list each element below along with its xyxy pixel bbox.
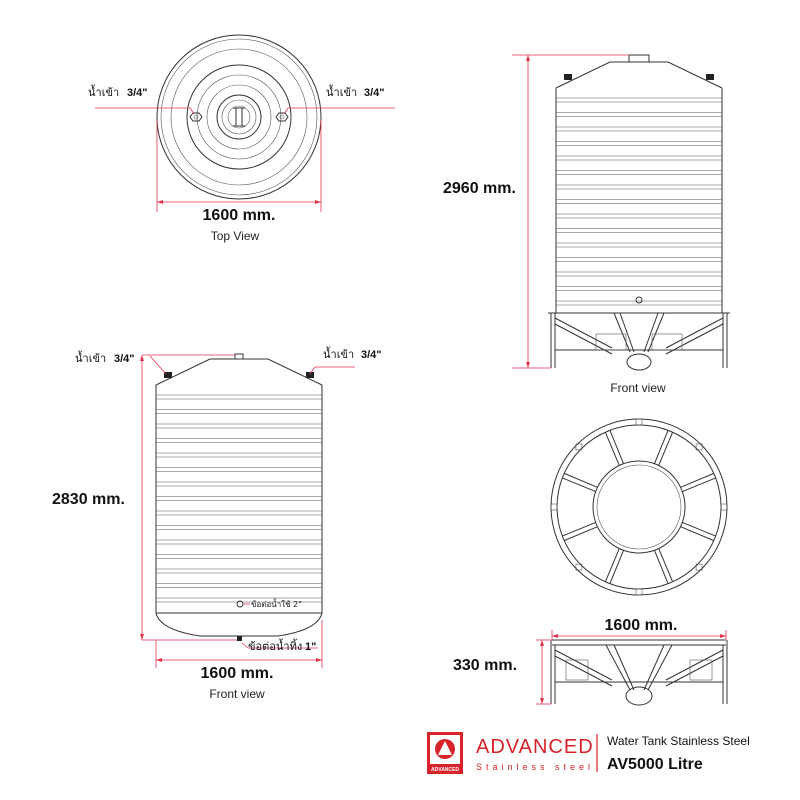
- front-view-right-tank: [555, 54, 723, 314]
- stand-side-view-height-dimension: [536, 639, 551, 705]
- top-view-inlet-left-fitting: [189, 112, 203, 122]
- top-view-inlet-right-fitting: [275, 112, 289, 122]
- stand-leg-plate: [720, 503, 728, 511]
- top-view: น้ำเข้า 3/4" น้ำเข้า 3/4" 1600 mm. Top V…: [88, 34, 395, 243]
- stand-spoke: [562, 521, 596, 537]
- top-view-width-dimension: [156, 120, 322, 212]
- front-view-left-outlet-label: ข้อต่อน้ำใช้ 2": [251, 598, 302, 609]
- stand-spoke: [609, 430, 625, 464]
- stand-leg-plate: [575, 443, 583, 451]
- branding: ADVANCED ADVANCED Stainless steel Water …: [427, 732, 750, 774]
- stand-spoke: [682, 521, 716, 537]
- brand-logo: ADVANCED: [427, 732, 463, 774]
- top-view-width: 1600 mm.: [203, 207, 276, 224]
- top-view-inlet-right-size: 3/4": [364, 87, 385, 99]
- front-view-left-drain-label: ข้อต่อน้ำทิ้ง: [248, 638, 302, 653]
- front-view-left-tank: [155, 353, 323, 641]
- stand-leg-plate: [550, 503, 558, 511]
- front-view-left-ribs: [156, 394, 322, 603]
- stand-leg-plate: [695, 563, 703, 571]
- stand-spoke: [682, 477, 716, 493]
- brand-name: ADVANCED: [476, 736, 594, 758]
- top-view-manhole-icon: [233, 107, 245, 127]
- front-view-left-inlet-left-size: 3/4": [114, 353, 135, 365]
- top-view-inlet-left-size: 3/4": [127, 87, 148, 99]
- stand-leg-plate: [575, 563, 583, 571]
- stand-side-view: 1600 mm. 330 mm.: [453, 617, 728, 706]
- front-view-left-drain-size: 1": [305, 641, 316, 653]
- stand-spoke: [564, 472, 598, 488]
- top-view-caption: Top View: [211, 229, 260, 243]
- front-view-left-inlet-left-label: น้ำเข้า: [75, 350, 106, 365]
- stand-spoke: [609, 550, 625, 584]
- stand-spoke: [653, 430, 669, 464]
- stand-leg-plate: [635, 588, 643, 596]
- stand-spoke: [564, 526, 598, 542]
- stand-side-view-height: 330 mm.: [453, 657, 517, 674]
- brand-logo-text: ADVANCED: [431, 767, 459, 773]
- stand-leg-plate: [635, 418, 643, 426]
- front-view-right-height: 2960 mm.: [443, 180, 516, 197]
- front-view-left-caption: Front view: [209, 687, 265, 701]
- stand-top-view-spokes: [550, 418, 728, 596]
- front-view-left-height: 2830 mm.: [52, 491, 125, 508]
- brand-tagline: Stainless steel: [476, 762, 594, 772]
- stand-spoke: [658, 548, 674, 582]
- stand-side-view-width: 1600 mm.: [605, 617, 678, 634]
- product-name: Water Tank Stainless Steel: [607, 734, 750, 748]
- stand-leg-plate: [695, 443, 703, 451]
- stand-top-view: [550, 418, 728, 596]
- top-view-leader-lines: [95, 107, 395, 115]
- stand-spoke: [680, 526, 714, 542]
- top-view-inlet-left-label: น้ำเข้า: [88, 84, 119, 99]
- product-model: AV5000 Litre: [607, 756, 703, 773]
- stand-spoke: [658, 432, 674, 466]
- stand-side-view-width-dimension: [551, 630, 727, 640]
- stand-spoke: [562, 477, 596, 493]
- front-view-right-height-dimension: [512, 54, 629, 369]
- front-view-left: น้ำเข้า 3/4" น้ำเข้า 3/4" 2830 mm. ข้อต่…: [52, 346, 382, 701]
- top-view-inlet-right-label: น้ำเข้า: [326, 84, 357, 99]
- front-view-left-leader-lines: [140, 354, 355, 649]
- stand-spoke: [653, 550, 669, 584]
- top-view-tank-outline: [156, 34, 322, 200]
- front-view-left-width-dimension: [155, 620, 323, 668]
- front-view-right-caption: Front view: [610, 381, 666, 395]
- front-view-left-inlet-right-size: 3/4": [361, 349, 382, 361]
- front-view-left-inlet-right-label: น้ำเข้า: [323, 346, 354, 361]
- front-view-right-ribs: [556, 97, 722, 306]
- stand-spoke: [604, 548, 620, 582]
- front-view-right-stand: [548, 312, 730, 371]
- front-view-right: 2960 mm. Front view: [443, 54, 730, 395]
- stand-spoke: [680, 472, 714, 488]
- front-view-left-width: 1600 mm.: [201, 665, 274, 682]
- stand-spoke: [604, 432, 620, 466]
